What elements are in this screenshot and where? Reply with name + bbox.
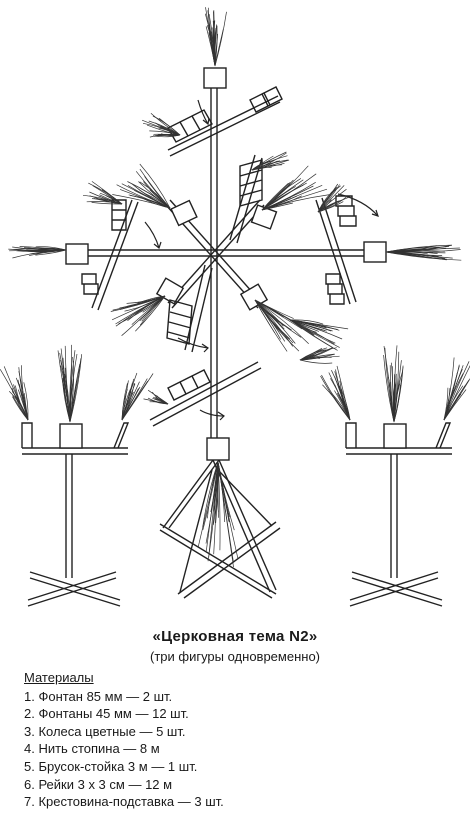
spark-stroke <box>23 382 29 421</box>
spark-stroke <box>92 185 123 205</box>
spark-stroke <box>317 187 337 213</box>
spark-stroke <box>254 299 288 352</box>
spark-stroke <box>147 397 169 405</box>
spark-stroke <box>317 195 349 213</box>
right-fountain <box>363 241 387 263</box>
left-side-stand <box>21 422 130 607</box>
material-item: 4. Нить стопина — 8 м <box>24 741 160 757</box>
spark-stroke <box>393 365 404 423</box>
material-item: 6. Рейки 3 х 3 см — 12 м <box>24 776 173 792</box>
right-side-stand <box>345 422 452 607</box>
spark-stroke <box>205 461 219 544</box>
spark-stroke <box>204 13 216 67</box>
spark-stroke <box>153 133 181 136</box>
spark-stroke <box>121 373 154 421</box>
spark-stroke <box>385 248 437 253</box>
central-wheel <box>155 154 278 353</box>
spark-stroke <box>135 295 166 332</box>
spark-stroke <box>217 461 239 559</box>
spark-stroke <box>254 299 303 330</box>
spark-stroke <box>251 155 274 171</box>
spark-stroke <box>317 200 339 213</box>
spark-stroke <box>322 384 351 421</box>
spark-stroke <box>261 179 294 211</box>
spark-stroke <box>385 251 453 259</box>
material-item: 5. Брусок-стойка 3 м — 1 шт. <box>24 758 198 774</box>
spark-stroke <box>141 119 181 136</box>
spark-stroke <box>289 319 317 333</box>
spark-stroke <box>289 319 325 331</box>
spark-stroke <box>19 246 67 251</box>
right-wheel <box>315 195 357 305</box>
left-wheel <box>81 199 139 311</box>
spark-stroke <box>336 393 351 421</box>
diagram-subtitle: (три фигуры одновременно) <box>149 649 320 664</box>
material-item: 3. Колеса цветные — 5 шт. <box>24 723 186 739</box>
material-item: 1. Фонтан 85 мм — 2 шт. <box>24 688 173 704</box>
spark-stroke <box>197 461 219 547</box>
materials-heading: Материалы <box>24 670 94 685</box>
material-item: 7. Крестовина-подставка — 3 шт. <box>24 794 224 810</box>
left-fountain <box>65 243 89 265</box>
spark-stroke <box>317 187 338 213</box>
spark-stroke <box>154 398 169 405</box>
lower-wheel <box>149 361 262 427</box>
spark-stroke <box>121 380 129 421</box>
rotation-arrows <box>144 99 379 421</box>
diagram-title: «Церковная тема N2» <box>152 628 318 645</box>
materials-list: Материалы 1. Фонтан 85 мм — 2 шт. 2. Фон… <box>24 669 224 811</box>
spark-stroke <box>443 378 470 421</box>
spark-stroke <box>254 299 309 344</box>
spark-stroke <box>317 185 345 213</box>
spark-stroke <box>443 385 464 421</box>
spark-stroke <box>213 10 216 67</box>
spark-stroke <box>62 377 71 423</box>
spark-stroke <box>149 189 171 209</box>
spark-stroke <box>127 185 171 209</box>
spark-stroke <box>25 249 67 251</box>
spark-stroke <box>251 164 283 171</box>
spark-stroke <box>139 295 166 326</box>
spark-stroke <box>59 352 71 423</box>
spark-stroke <box>390 381 395 423</box>
spark-stroke <box>150 113 181 136</box>
material-item: 2. Фонтаны 45 мм — 12 шт. <box>24 706 189 722</box>
spark-stroke <box>254 299 286 327</box>
spark-stroke <box>385 249 461 253</box>
spark-stroke <box>69 354 83 423</box>
spark-stroke <box>389 365 395 423</box>
spark-stroke <box>289 319 327 329</box>
spark-stroke <box>121 382 133 421</box>
spark-stroke <box>115 295 166 327</box>
spark-stroke <box>254 299 296 344</box>
spark-stroke <box>139 181 171 209</box>
spark-stroke <box>143 198 171 209</box>
spark-stroke <box>15 377 29 421</box>
spark-stroke <box>443 357 455 421</box>
spark-stroke <box>217 461 221 551</box>
spark-stroke <box>261 182 307 211</box>
spark-stroke <box>116 184 171 209</box>
spark-stroke <box>214 11 227 67</box>
spark-stroke <box>139 163 171 209</box>
spark-stroke <box>207 7 216 67</box>
spark-stroke <box>13 384 29 421</box>
spark-stroke <box>289 319 324 325</box>
fountain-sparks <box>0 7 470 568</box>
upper-wheel <box>167 86 283 157</box>
spark-stroke <box>121 388 139 421</box>
spark-stroke <box>126 295 166 304</box>
spark-stroke <box>11 387 29 421</box>
cross-beam <box>88 249 375 257</box>
spark-stroke <box>254 299 294 344</box>
top-fountain <box>203 67 227 89</box>
fireworks-diagram <box>0 7 470 607</box>
spark-stroke <box>261 196 292 211</box>
spark-stroke <box>393 372 403 423</box>
spark-stroke <box>299 359 333 364</box>
spark-stroke <box>299 349 323 361</box>
bottom-fountain <box>206 437 230 461</box>
spark-stroke <box>86 201 123 205</box>
